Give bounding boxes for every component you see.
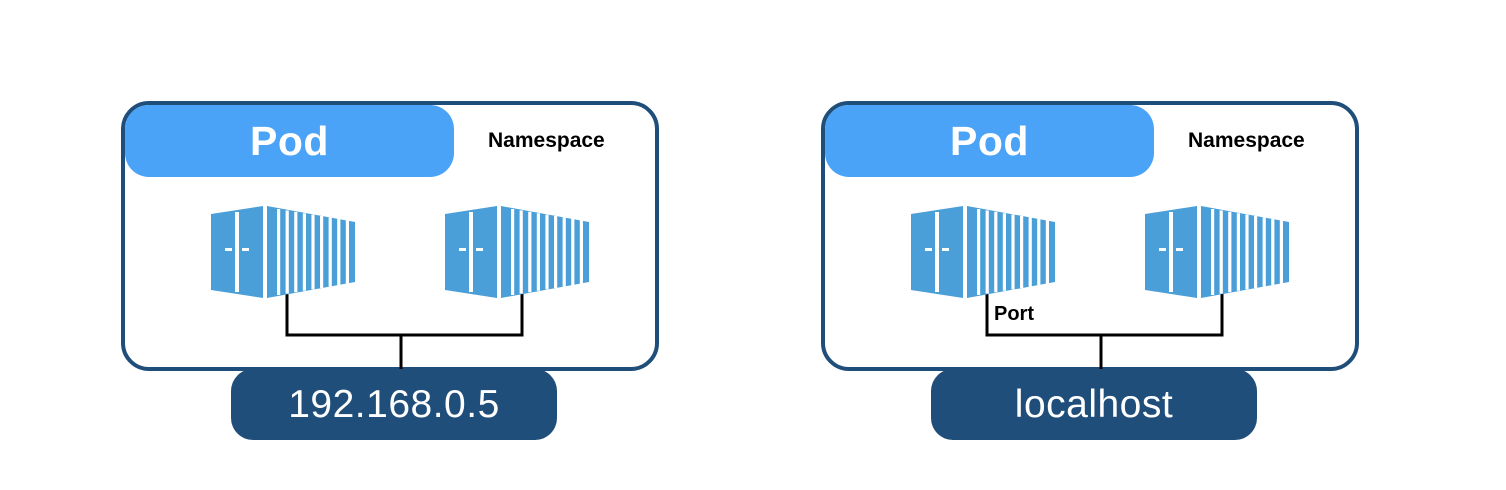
namespace-label: Namespace: [1188, 129, 1305, 152]
localhost-pill: localhost: [931, 369, 1257, 440]
pod-header: Pod: [125, 105, 454, 177]
pod-label: Pod: [950, 117, 1029, 164]
pod-diagram-right: Pod Namespace Port localhost: [800, 0, 1500, 490]
shipping-container-icon: [1145, 206, 1289, 298]
pod-diagram-left: Pod Namespace 192.168.0.5: [100, 0, 800, 490]
ip-address-label: 192.168.0.5: [288, 382, 500, 426]
pod-header: Pod: [825, 105, 1154, 177]
ip-address-pill: 192.168.0.5: [231, 369, 557, 440]
pod-label: Pod: [250, 117, 329, 164]
namespace-label: Namespace: [488, 129, 605, 152]
port-label: Port: [994, 303, 1034, 325]
shipping-container-icon: [911, 206, 1055, 298]
shipping-container-icon: [211, 206, 355, 298]
shipping-container-icon: [445, 206, 589, 298]
localhost-label: localhost: [1014, 382, 1174, 426]
